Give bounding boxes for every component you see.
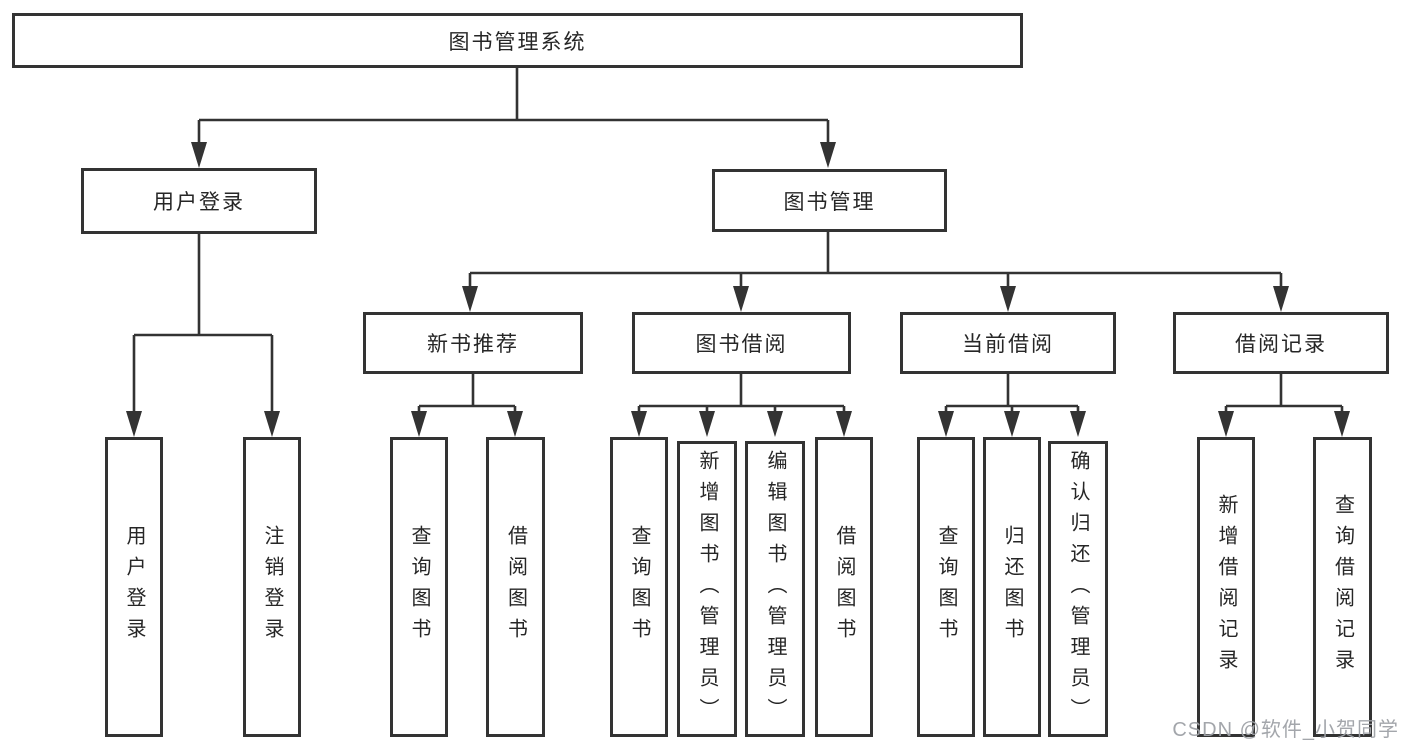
node-label: 借阅图书 [833, 525, 855, 649]
leaf-borrow-books-borrowing: 借阅图书 [815, 437, 873, 737]
node-label: 当前借阅 [962, 333, 1054, 356]
leaf-query-borrow-record: 查询借阅记录 [1313, 437, 1372, 737]
leaf-logout: 注销登录 [243, 437, 301, 737]
node-label: 用户登录 [123, 525, 145, 649]
leaf-edit-book-admin: 编辑图书（管理员） [745, 441, 805, 737]
node-label: 查询图书 [935, 525, 957, 649]
node-book-borrowing: 图书借阅 [632, 312, 851, 374]
node-label: 图书管理 [783, 190, 876, 214]
node-label: 新书推荐 [427, 333, 519, 356]
leaf-return-books: 归还图书 [983, 437, 1041, 737]
node-label: 确认归还（管理员） [1067, 449, 1089, 729]
node-label: 新增图书（管理员） [696, 449, 718, 729]
node-label: 查询图书 [628, 525, 650, 649]
node-current-borrowing: 当前借阅 [900, 312, 1116, 374]
leaf-borrow-books-recommend: 借阅图书 [486, 437, 545, 737]
node-label: 新增借阅记录 [1215, 494, 1237, 680]
leaf-user-login: 用户登录 [105, 437, 163, 737]
node-label: 查询借阅记录 [1331, 494, 1354, 680]
leaf-query-books-current: 查询图书 [917, 437, 975, 737]
node-borrowing-records: 借阅记录 [1173, 312, 1389, 374]
node-new-book-recommendation: 新书推荐 [363, 312, 583, 374]
node-label: 借阅图书 [504, 525, 527, 649]
arrowheads [126, 142, 1350, 437]
leaf-confirm-return-admin: 确认归还（管理员） [1048, 441, 1108, 737]
node-label: 注销登录 [261, 525, 283, 649]
node-label: 用户登录 [153, 191, 245, 214]
node-label: 编辑图书（管理员） [764, 449, 786, 729]
leaf-add-book-admin: 新增图书（管理员） [677, 441, 737, 737]
leaf-add-borrow-record: 新增借阅记录 [1197, 437, 1255, 737]
node-label: 查询图书 [408, 525, 430, 649]
node-label: 归还图书 [1001, 525, 1023, 649]
csdn-watermark: CSDN @软件_小贺同学 [1172, 719, 1399, 741]
node-label: 借阅记录 [1235, 333, 1327, 356]
node-user-login-group: 用户登录 [81, 168, 317, 234]
leaf-query-books-borrowing: 查询图书 [610, 437, 668, 737]
leaf-query-books-recommend: 查询图书 [390, 437, 448, 737]
node-library-management-system: 图书管理系统 [12, 13, 1023, 68]
node-label: 图书管理系统 [448, 30, 587, 54]
node-book-management: 图书管理 [712, 169, 947, 232]
node-label: 图书借阅 [695, 333, 788, 356]
